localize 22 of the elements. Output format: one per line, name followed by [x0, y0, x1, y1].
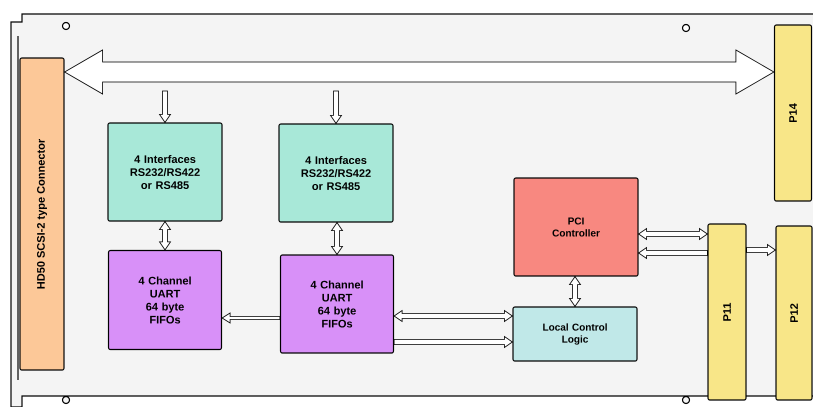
arrow — [158, 90, 172, 124]
arrow — [638, 228, 708, 240]
bus-arrow — [64, 49, 775, 95]
arrow — [221, 312, 280, 324]
arrow — [158, 220, 172, 251]
arrow — [638, 246, 708, 260]
connector-box: P12 — [775, 225, 813, 401]
connector-box: HD50 SCSI-2 type Connector — [19, 57, 65, 371]
arrow — [394, 336, 514, 348]
arrow — [393, 310, 514, 322]
controller-box: PCI Controller — [513, 177, 639, 277]
uart-box: 4 Channel UART 64 byte FIFOs — [108, 250, 222, 350]
logic-box: Local Control Logic — [512, 306, 638, 362]
interface-box: 4 Interfaces RS232/RS422 or RS485 — [278, 123, 394, 223]
connector-box: P11 — [707, 223, 747, 401]
interface-box: 4 Interfaces RS232/RS422 or RS485 — [107, 122, 223, 222]
uart-box: 4 Channel UART 64 byte FIFOs — [280, 254, 394, 354]
connector-box: P14 — [774, 24, 812, 202]
arrow — [330, 222, 344, 256]
arrow — [568, 276, 582, 308]
arrow — [746, 244, 776, 256]
arrow — [330, 90, 342, 124]
